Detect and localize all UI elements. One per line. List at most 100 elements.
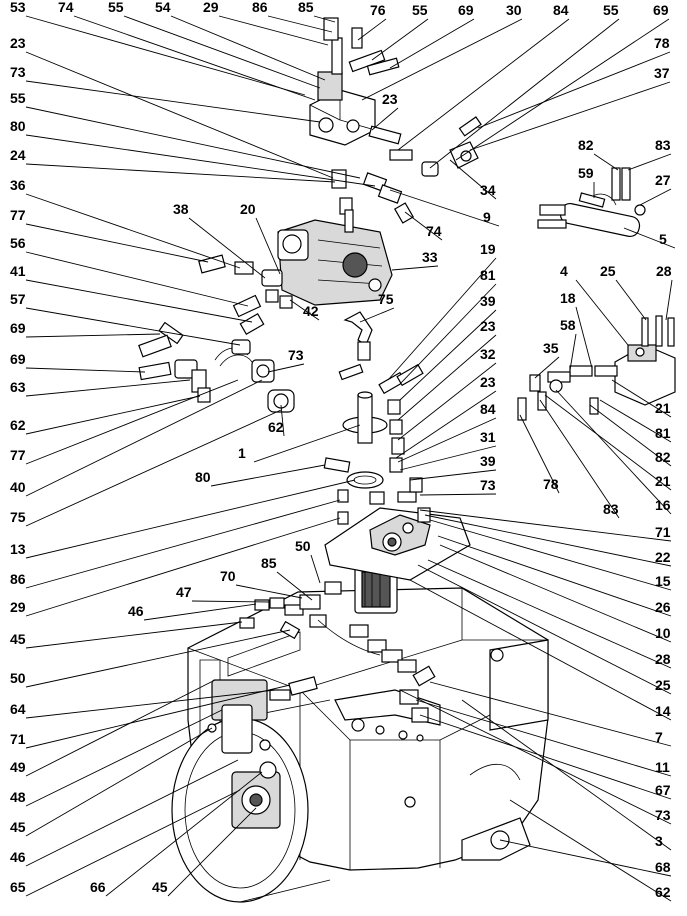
leader-line-57	[25, 307, 241, 346]
callout-label-77b: 77	[10, 447, 26, 463]
callout-label-15: 15	[655, 573, 671, 589]
leader-line-81a	[399, 283, 497, 385]
callout-label-32: 32	[480, 346, 496, 362]
callout-label-80a: 80	[10, 118, 26, 134]
callout-label-81b: 81	[655, 425, 671, 441]
leader-line-45b	[25, 727, 213, 837]
leader-line-86b	[25, 499, 341, 589]
callout-label-62c: 62	[655, 884, 671, 900]
leader-line-35	[534, 356, 560, 379]
callout-label-20: 20	[240, 201, 256, 217]
callout-label-55d: 55	[10, 90, 26, 106]
leader-line-13	[25, 479, 356, 559]
callout-label-74a: 74	[58, 0, 74, 15]
leader-line-63	[25, 379, 191, 397]
leader-line-46b	[25, 759, 239, 867]
leader-line-69c	[25, 333, 161, 338]
callout-label-26: 26	[655, 599, 671, 615]
callout-label-3: 3	[655, 833, 663, 849]
leader-line-24	[25, 163, 336, 183]
leader-line-29b	[25, 517, 341, 617]
callout-label-28a: 28	[656, 263, 672, 279]
leader-line-19	[387, 257, 497, 381]
callout-label-66: 66	[90, 879, 106, 895]
callout-label-34: 34	[480, 182, 496, 198]
callout-label-67: 67	[655, 782, 671, 798]
callout-label-82a: 82	[578, 137, 594, 153]
callout-label-63: 63	[10, 379, 26, 395]
callout-label-86b: 86	[10, 571, 26, 587]
leader-line-77b	[25, 379, 239, 465]
callout-label-73d: 73	[655, 807, 671, 823]
leader-line-54	[170, 15, 326, 81]
leader-line-82a	[593, 153, 619, 171]
callout-label-70: 70	[220, 568, 236, 584]
leader-line-70	[235, 584, 303, 599]
leader-line-83b	[539, 399, 620, 519]
callout-label-59: 59	[578, 165, 594, 181]
callout-label-25b: 25	[655, 677, 671, 693]
leader-line-39b	[409, 469, 497, 481]
callout-label-21a: 21	[655, 400, 671, 416]
leader-line-64	[25, 689, 276, 719]
leader-line-28b	[427, 559, 672, 669]
valve-plate	[324, 507, 471, 581]
callout-label-55a: 55	[108, 0, 124, 15]
callout-label-54: 54	[155, 0, 171, 15]
callout-label-40: 40	[10, 479, 26, 495]
leader-line-42	[289, 299, 320, 321]
callout-label-56: 56	[10, 235, 26, 251]
callout-label-23b: 23	[382, 91, 398, 107]
leader-line-78a	[477, 51, 671, 129]
leader-line-66	[105, 771, 263, 897]
leader-line-39a	[399, 309, 497, 401]
leader-line-18	[575, 306, 593, 369]
parts-drawing	[138, 17, 676, 903]
callout-label-30: 30	[506, 2, 522, 18]
callout-label-31: 31	[480, 429, 496, 445]
leader-line-21b	[544, 394, 672, 491]
leader-line-80a	[25, 134, 376, 187]
callout-label-39b: 39	[480, 453, 496, 469]
leader-line-81b	[599, 399, 672, 443]
callout-label-36: 36	[10, 177, 26, 193]
leader-line-71b	[25, 684, 291, 749]
center-fittings-column	[323, 363, 431, 525]
leader-line-29a	[218, 15, 329, 46]
leader-line-75a	[359, 307, 395, 323]
leader-line-67	[419, 714, 672, 800]
callout-label-35: 35	[543, 340, 559, 356]
leader-line-69a	[389, 18, 475, 69]
leader-line-27	[639, 188, 672, 206]
leader-line-58	[569, 333, 577, 371]
callout-label-75b: 75	[10, 509, 26, 525]
callout-label-57: 57	[10, 291, 26, 307]
callout-label-64: 64	[10, 701, 26, 717]
leader-line-11	[415, 699, 672, 777]
callout-label-37: 37	[654, 65, 670, 81]
leader-line-85b	[276, 571, 313, 601]
leader-line-73c	[419, 493, 497, 496]
leader-line-50a	[310, 554, 321, 584]
callout-label-49: 49	[10, 759, 26, 775]
leader-line-69d	[25, 367, 146, 373]
leader-line-23a	[25, 51, 334, 179]
leader-line-55b	[371, 18, 429, 61]
callout-label-62b: 62	[268, 419, 284, 435]
callout-label-10: 10	[655, 625, 671, 641]
leader-line-84b	[397, 417, 497, 463]
callout-label-38: 38	[173, 201, 189, 217]
leader-line-40	[25, 379, 263, 497]
leader-line-36	[25, 193, 241, 269]
callout-label-5: 5	[659, 231, 667, 247]
leader-line-73a	[25, 80, 321, 123]
callout-label-62a: 62	[10, 417, 26, 433]
filter-canister	[354, 564, 398, 614]
leader-line-1	[253, 424, 361, 463]
frame-top-fittings	[239, 581, 436, 723]
callout-label-65: 65	[10, 879, 26, 895]
callout-label-85b: 85	[261, 555, 277, 571]
callout-label-74b: 74	[426, 223, 442, 239]
leader-line-50b	[25, 629, 291, 688]
